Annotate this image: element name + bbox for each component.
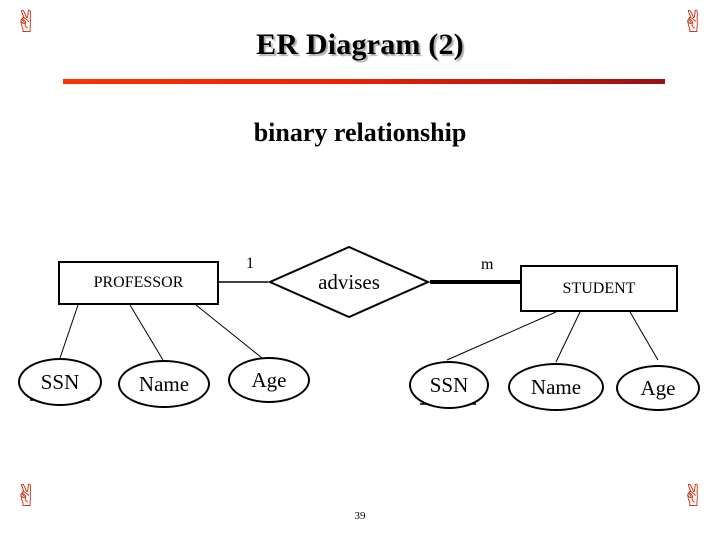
cardinality-many-label: m: [481, 256, 494, 273]
student-attribute-age-label: Age: [640, 375, 676, 400]
professor-attribute-ssn-label: SSN: [40, 369, 80, 394]
corner-ornament-top-left-icon: ✌: [14, 5, 40, 40]
student-attribute-name-label: Name: [530, 374, 582, 399]
professor-entity[interactable]: PROFESSOR: [58, 261, 219, 305]
student-attribute-ssn[interactable]: SSN: [409, 361, 489, 409]
subtitle: binary relationship: [253, 118, 467, 147]
student-attribute-age[interactable]: Age: [616, 365, 700, 411]
title-divider: [63, 79, 665, 84]
corner-ornament-bottom-right-icon: ✌: [680, 479, 706, 514]
advises-relationship-label: advises: [318, 269, 380, 294]
professor-attribute-name[interactable]: Name: [118, 360, 210, 408]
diamond-shape-icon: [268, 245, 430, 319]
professor-entity-label: PROFESSOR: [93, 274, 184, 291]
professor-attribute-age[interactable]: Age: [228, 357, 310, 403]
student-attribute-ssn-label: SSN: [429, 372, 469, 397]
advises-relationship[interactable]: advises: [268, 245, 430, 319]
student-entity-label: STUDENT: [562, 279, 636, 297]
professor-attribute-ssn[interactable]: SSN: [18, 358, 102, 406]
professor-attribute-name-label: Name: [138, 371, 190, 396]
professor-attribute-age-label: Age: [251, 367, 287, 392]
student-entity[interactable]: STUDENT: [520, 265, 678, 312]
student-attribute-name[interactable]: Name: [508, 363, 604, 411]
page-number: 39: [354, 510, 366, 522]
cardinality-one-label: 1: [246, 255, 254, 272]
page-title: ER Diagram (2): [256, 28, 464, 61]
corner-ornament-top-right-icon: ✌: [680, 5, 706, 40]
corner-ornament-bottom-left-icon: ✌: [14, 479, 40, 514]
